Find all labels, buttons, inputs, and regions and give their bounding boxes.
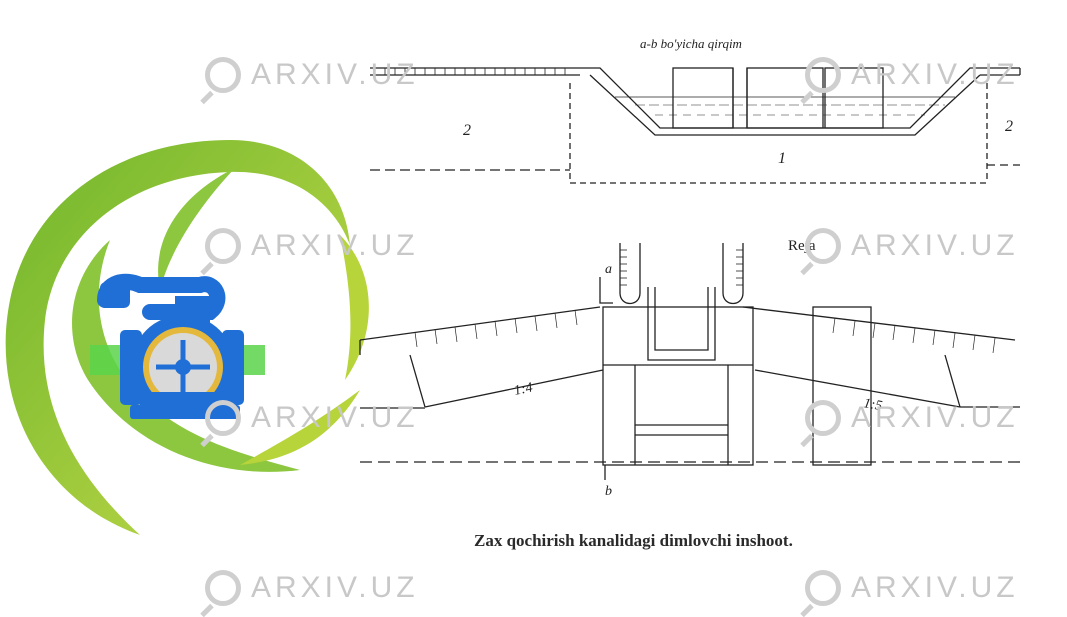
ground-hatch-left — [374, 68, 566, 75]
leaf-swirl-inner — [72, 240, 300, 472]
watermark: ARXIV.UZ — [205, 400, 419, 436]
leaf-swirl-outer — [5, 140, 350, 535]
leaf-top — [158, 168, 235, 290]
slope-left-label: 1:4 — [513, 380, 534, 399]
zone-center-label: 1 — [778, 150, 786, 167]
watermark: ARXIV.UZ — [805, 57, 1019, 93]
point-b-label: b — [605, 484, 612, 499]
watermark: ARXIV.UZ — [205, 570, 419, 606]
slope-right-label: 1:5 — [862, 396, 883, 414]
watermark: ARXIV.UZ — [805, 400, 1019, 436]
watermark: ARXIV.UZ — [805, 228, 1019, 264]
zone-left-label: 2 — [463, 122, 471, 139]
structure-drawing: a-b bo'yicha qirqim — [359, 36, 1021, 499]
watermark: ARXIV.UZ — [205, 57, 419, 93]
slope-left — [359, 306, 601, 341]
watermark: ARXIV.UZ — [205, 228, 419, 264]
watermark: ARXIV.UZ — [805, 570, 1019, 606]
zone-right-label: 2 — [1005, 118, 1013, 135]
leaf-right — [340, 235, 369, 380]
slide: a-b bo'yicha qirqim — [0, 0, 1067, 600]
slope-right — [742, 306, 1016, 341]
section-title: a-b bo'yicha qirqim — [640, 36, 742, 51]
figure-caption: Zax qochirish kanalidagi dimlovchi insho… — [474, 531, 793, 550]
point-a-label: a — [605, 262, 612, 277]
